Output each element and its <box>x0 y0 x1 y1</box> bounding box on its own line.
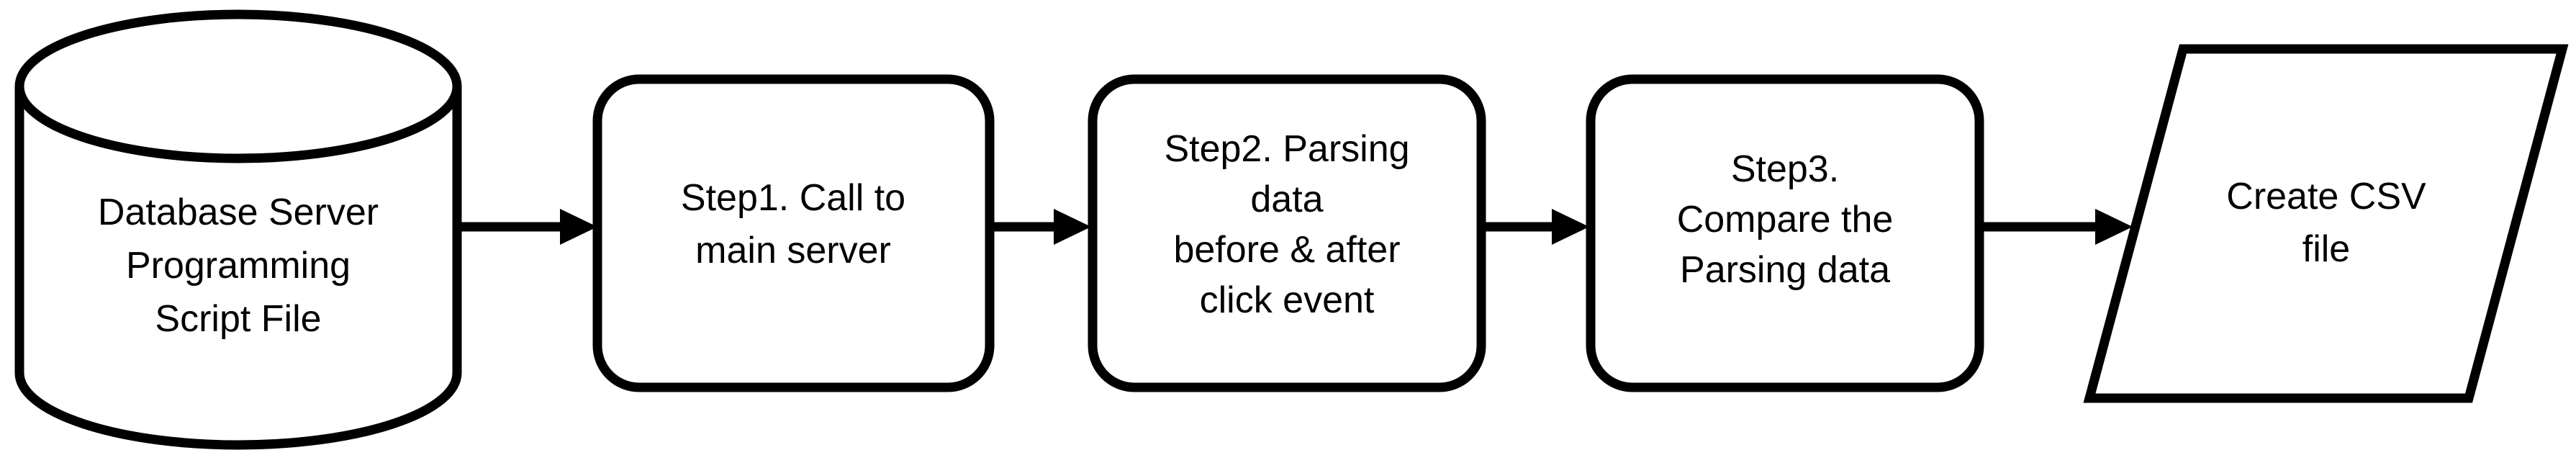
step2-label-line2: data <box>1250 179 1323 220</box>
step2-box <box>1088 74 1486 392</box>
arrow-head-2 <box>1054 209 1091 245</box>
create-csv-label-line2: file <box>2302 228 2350 270</box>
step1-label-line1: Step1. Call to <box>681 177 905 219</box>
node-step2: Step2. Parsing data before & after click… <box>1088 74 1486 392</box>
arrow-head-3 <box>1552 209 1589 245</box>
step3-box <box>1586 74 1984 392</box>
step2-label-line3: before & after <box>1173 229 1400 271</box>
node-database: Database Server Programming Script File <box>14 9 462 450</box>
connector-step1-step2 <box>988 209 1091 245</box>
database-cylinder-top <box>14 9 462 163</box>
connector-step2-step3 <box>1480 209 1589 245</box>
node-step1: Step1. Call to main server <box>592 74 995 392</box>
step3-label-line3: Parsing data <box>1680 249 1890 291</box>
arrow-head-1 <box>560 209 597 245</box>
step3-label-line2: Compare the <box>1677 199 1894 240</box>
connector-database-step1 <box>456 209 597 245</box>
create-csv-label-line1: Create CSV <box>2226 176 2426 217</box>
database-cylinder-body <box>14 86 462 450</box>
node-step3: Step3. Compare the Parsing data <box>1586 74 1984 392</box>
step3-label-line1: Step3. <box>1731 148 1839 190</box>
connector-step3-csv <box>1978 209 2133 245</box>
step1-box <box>592 74 995 392</box>
database-label-line3: Script File <box>155 298 321 340</box>
node-create-csv: Create CSV file <box>2083 44 2569 403</box>
step2-label-line1: Step2. Parsing <box>1164 128 1409 170</box>
arrow-head-4 <box>2095 209 2133 245</box>
database-label-line2: Programming <box>126 245 351 287</box>
database-label-line1: Database Server <box>98 192 379 233</box>
step1-label-line2: main server <box>695 230 891 271</box>
step2-label-line4: click event <box>1200 279 1375 321</box>
create-csv-parallelogram <box>2083 44 2569 403</box>
